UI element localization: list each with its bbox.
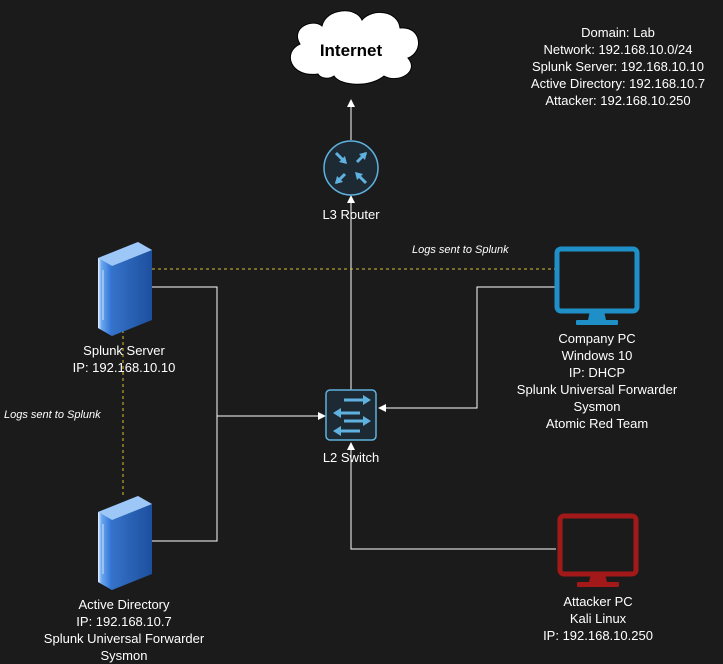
router-label: L3 Router	[322, 207, 380, 222]
switch-arrows	[333, 395, 371, 436]
active-directory[interactable]: Active Directory IP: 192.168.10.7 Splunk…	[44, 496, 205, 663]
company-pc-forwarder: Splunk Universal Forwarder	[517, 382, 678, 397]
ad-sysmon: Sysmon	[101, 648, 148, 663]
router[interactable]: L3 Router	[322, 140, 380, 222]
company-pc-os: Windows 10	[562, 348, 633, 363]
ad-label: Active Directory	[78, 597, 170, 612]
router-arrows	[334, 151, 368, 185]
router-icon	[323, 140, 379, 196]
splunk-server-ip: IP: 192.168.10.10	[73, 360, 176, 375]
company-pc-label: Company PC	[558, 331, 635, 346]
splunk-switch-link	[151, 286, 326, 420]
monitor-icon	[557, 513, 639, 587]
company-pc-sysmon: Sysmon	[574, 399, 621, 414]
ad-forwarder: Splunk Universal Forwarder	[44, 631, 205, 646]
company-pc-art: Atomic Red Team	[546, 416, 648, 431]
cloud-icon	[289, 10, 419, 85]
attacker-pc-ip: IP: 192.168.10.250	[543, 628, 653, 643]
network-info-line: Active Directory: 192.168.10.7	[531, 76, 705, 91]
server-icon	[98, 242, 152, 336]
internet-cloud: Internet	[289, 10, 419, 85]
company-switch-link	[378, 286, 556, 412]
attacker-pc-label: Attacker PC	[563, 594, 632, 609]
internet-label: Internet	[320, 41, 383, 60]
network-info-line: Attacker: 192.168.10.250	[545, 93, 690, 108]
log-label-left: Logs sent to Splunk	[4, 409, 101, 421]
switch-label: L2 Switch	[323, 450, 379, 465]
splunk-server-label: Splunk Server	[83, 343, 165, 358]
network-info: Domain: Lab Network: 192.168.10.0/24 Spl…	[531, 25, 705, 108]
network-info-line: Network: 192.168.10.0/24	[544, 42, 693, 57]
log-label-top: Logs sent to Splunk	[412, 244, 509, 256]
server-icon	[98, 496, 152, 590]
splunk-server[interactable]: Splunk Server IP: 192.168.10.10	[73, 242, 176, 375]
attacker-pc-os: Kali Linux	[570, 611, 627, 626]
company-pc-ip: IP: DHCP	[569, 365, 625, 380]
switch[interactable]: L2 Switch	[323, 389, 379, 465]
network-info-line: Domain: Lab	[581, 25, 655, 40]
network-info-line: Splunk Server: 192.168.10.10	[532, 59, 704, 74]
attacker-pc[interactable]: Attacker PC Kali Linux IP: 192.168.10.25…	[543, 513, 653, 643]
ad-switch-link	[151, 416, 218, 542]
attacker-switch-link	[347, 442, 556, 550]
company-pc[interactable]: Company PC Windows 10 IP: DHCP Splunk Un…	[517, 246, 678, 431]
monitor-icon	[554, 246, 640, 325]
ad-ip: IP: 192.168.10.7	[76, 614, 171, 629]
